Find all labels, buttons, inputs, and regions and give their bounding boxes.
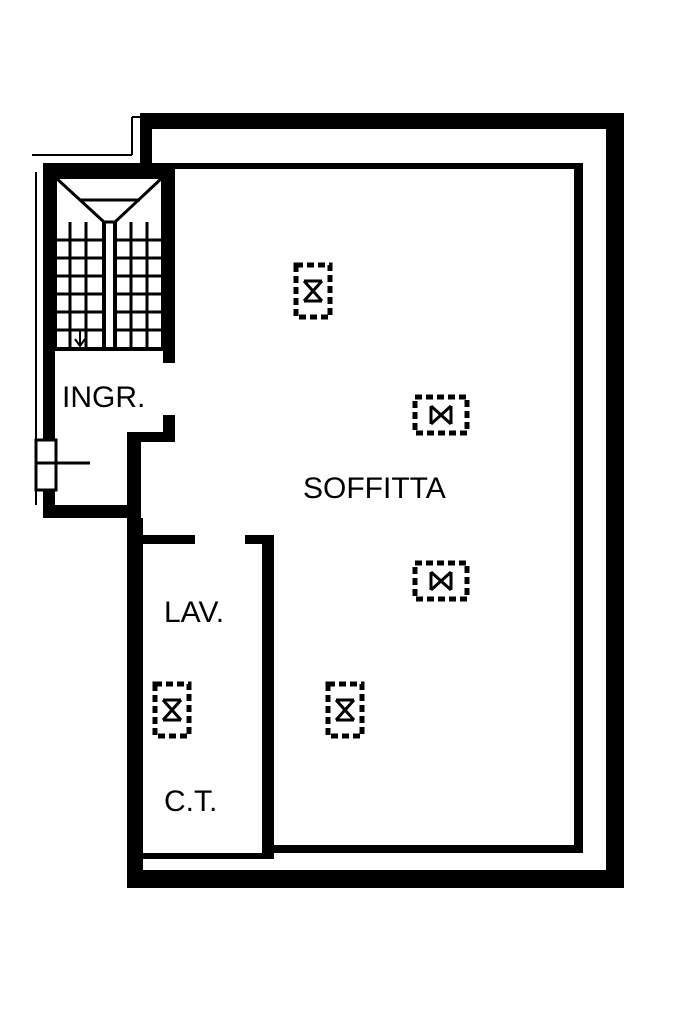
- inner-walls: [141, 163, 583, 859]
- stair-treads-right: [115, 222, 163, 349]
- room-label-attic: SOFFITTA: [303, 472, 446, 505]
- skylight-icon: [412, 560, 470, 602]
- entrance-door: [34, 438, 90, 492]
- room-label-boiler: C.T.: [164, 785, 217, 818]
- stair-treads-left: [55, 222, 104, 349]
- skylight-icon: [325, 681, 365, 739]
- room-label-laundry: LAV.: [164, 596, 224, 629]
- stair-arrow-icon: [74, 330, 86, 348]
- room-label-entrance: INGR.: [62, 381, 145, 414]
- skylight-icon: [293, 262, 333, 320]
- staircase: [53, 175, 165, 351]
- outer-walls: [43, 113, 624, 888]
- skylight-icon: [152, 681, 192, 739]
- skylight-icon: [412, 394, 470, 436]
